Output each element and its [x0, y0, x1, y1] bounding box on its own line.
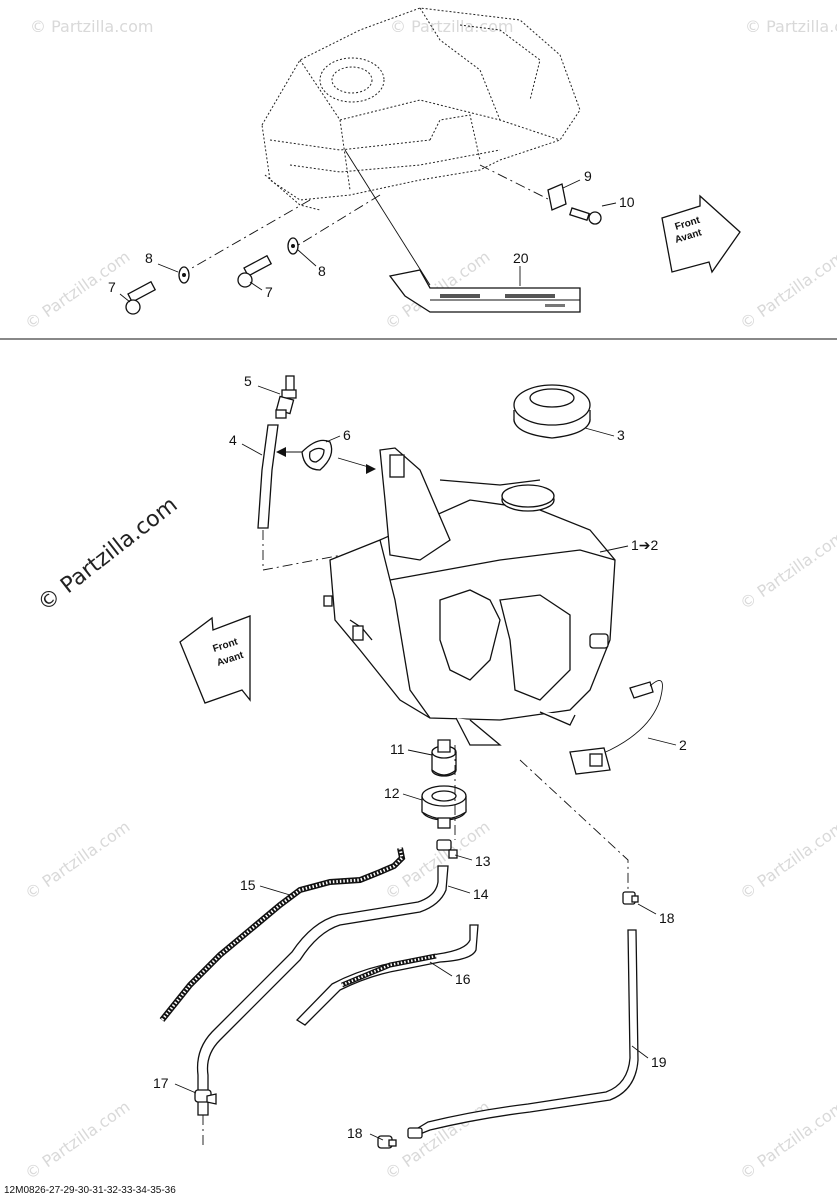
callout-11: 11: [390, 741, 405, 757]
watermark-faint: © Partzilla.com: [736, 1097, 837, 1183]
assembly-line: [519, 759, 629, 892]
assembly-line: [184, 199, 311, 273]
top-assembly: 7 8 7 8 9 10 20 Front Avant: [108, 7, 741, 315]
callout-1-2: 1➔2: [631, 537, 659, 553]
watermark-faint: © Partzilla.com: [736, 527, 837, 613]
watermark-faint: © Partzilla.com: [21, 817, 133, 903]
washer-8-left: [178, 266, 190, 284]
main-assembly: 5 4 6 3 1➔2 2 11 12 13 14 15 16 17 18 19…: [153, 373, 687, 1149]
callout-7: 7: [265, 284, 273, 300]
callout-7: 7: [108, 279, 116, 295]
diagram-code: 12M0826-27-29-30-31-32-33-34-35-36: [4, 1185, 176, 1196]
callout-19: 19: [651, 1054, 667, 1070]
watermark-faint: © Partzilla.com: [381, 1097, 493, 1183]
callout-6: 6: [343, 427, 351, 443]
fuel-tank-1: [323, 447, 616, 746]
assembly-line: [344, 149, 431, 286]
watermark-faint: © Partzilla.com: [21, 247, 133, 333]
callout-2: 2: [679, 737, 687, 753]
callout-3: 3: [617, 427, 625, 443]
vent-valve-5: [275, 375, 297, 419]
watermark-faint: © Partzilla.com: [736, 817, 837, 903]
callout-12: 12: [384, 785, 400, 801]
callout-10: 10: [619, 194, 635, 210]
watermark-faint: © Partzilla.com: [745, 17, 837, 36]
bolt-7-right: [237, 254, 273, 288]
callout-13: 13: [475, 853, 491, 869]
callout-20: 20: [513, 250, 529, 266]
spring-15: [159, 847, 406, 1022]
watermark-main: © Partzilla.com: [33, 493, 182, 617]
fuel-cap-3: [513, 384, 591, 439]
clamp-18-top: [622, 891, 639, 905]
clamp-17: [194, 1089, 217, 1105]
gasket-6: [301, 439, 333, 471]
vent-hose-4: [257, 424, 279, 529]
clip-9: [547, 183, 567, 211]
front-arrow-icon: Front Avant: [179, 615, 251, 704]
callout-14: 14: [473, 886, 489, 902]
front-arrow-icon: Front Avant: [661, 194, 741, 274]
callout-9: 9: [584, 168, 592, 184]
watermark-faint: © Partzilla.com: [30, 17, 153, 36]
sender-wire-2: [569, 680, 663, 775]
lock-ring-12: [421, 785, 467, 829]
callout-5: 5: [244, 373, 252, 389]
washer-8-right: [287, 237, 299, 255]
callout-8: 8: [318, 263, 326, 279]
callout-15: 15: [240, 877, 256, 893]
screw-10: [569, 207, 602, 225]
callout-17: 17: [153, 1075, 169, 1091]
watermark-faint: © Partzilla.com: [390, 17, 513, 36]
decal-20: [388, 269, 581, 313]
watermark-faint: © Partzilla.com: [736, 247, 837, 333]
callout-16: 16: [455, 971, 471, 987]
clamp-18-bottom: [377, 1135, 397, 1149]
watermark-faint: © Partzilla.com: [21, 1097, 133, 1183]
ghost-body: [261, 7, 581, 211]
callout-8: 8: [145, 250, 153, 266]
clamp-13: [436, 839, 458, 859]
callout-18: 18: [659, 910, 675, 926]
callout-18: 18: [347, 1125, 363, 1141]
pump-11: [431, 739, 457, 777]
assembly-line: [479, 164, 561, 206]
callout-4: 4: [229, 432, 237, 448]
bolt-7-left: [125, 280, 157, 315]
assembly-line: [289, 194, 381, 251]
hose-14: [196, 865, 449, 1116]
hose-16: [295, 924, 479, 1026]
